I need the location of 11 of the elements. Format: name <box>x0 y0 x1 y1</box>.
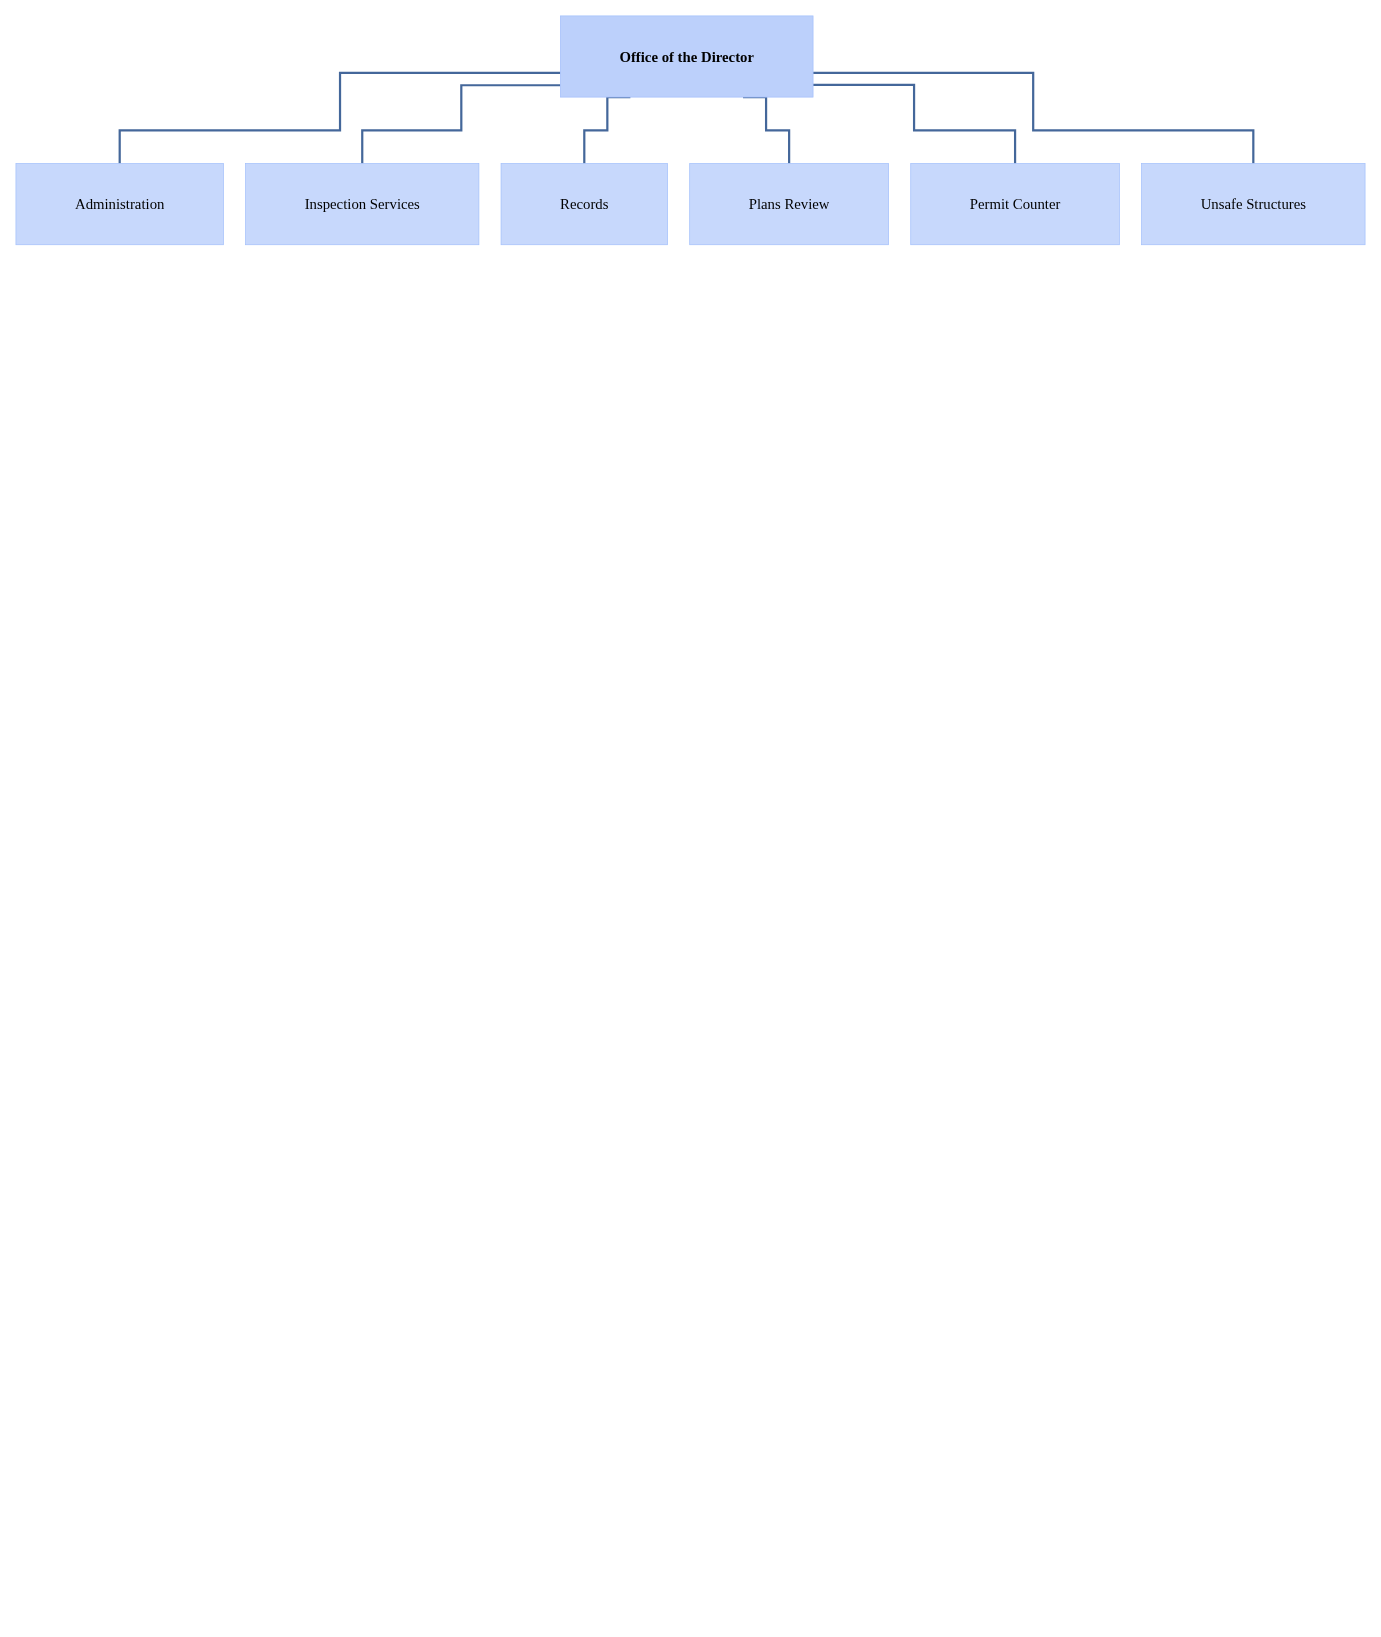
connector <box>118 71 561 165</box>
node-box: Inspection Services <box>245 163 480 246</box>
connector <box>813 71 1255 165</box>
node-box: Plans Review <box>689 163 889 246</box>
node-box: Records <box>500 163 668 246</box>
node-box: Unsafe Structures <box>1141 163 1366 246</box>
node-box: Administration <box>15 163 224 246</box>
node-box: Permit Counter <box>910 163 1120 246</box>
connector <box>361 84 561 165</box>
connector <box>813 83 1017 165</box>
node-box: Office of the Director <box>560 15 814 98</box>
